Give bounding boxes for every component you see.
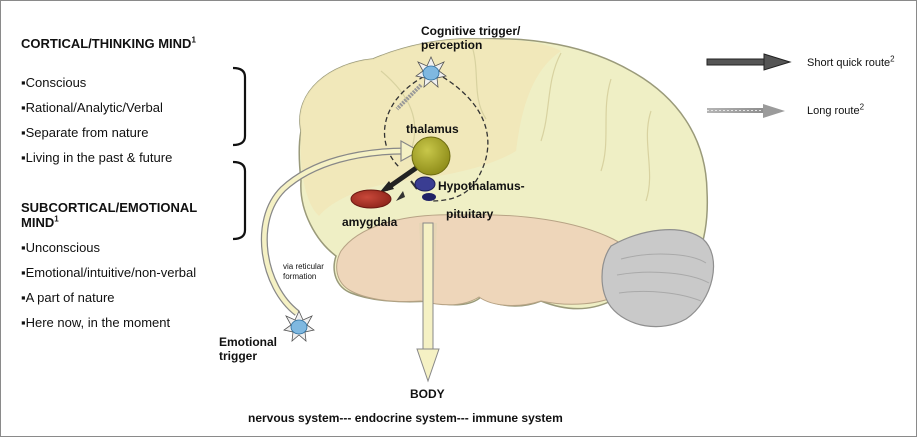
long-route-legend-arrow (707, 104, 785, 118)
cognitive-trigger-line1: Cognitive trigger/ (421, 24, 520, 38)
long-route-label: Long route2 (807, 103, 864, 119)
hypothalamus-label: Hypothalamus- (438, 178, 525, 194)
reticular-formation-label: via reticular formation (283, 262, 324, 282)
short-route-text: Short quick route (807, 57, 890, 69)
cognitive-trigger-label: Cognitive trigger/ perception (421, 24, 520, 52)
long-route-footnote: 2 (860, 102, 864, 111)
short-route-footnote: 2 (890, 54, 894, 63)
reticular-line1: via reticular (283, 262, 324, 272)
emotional-trigger-line2: trigger (219, 349, 277, 363)
long-route-text: Long route (807, 105, 860, 117)
subcortical-bracket (233, 162, 245, 239)
hypothalamus (415, 177, 435, 191)
short-route-legend-arrow (707, 54, 790, 70)
body-arrow-shaft (423, 223, 433, 351)
pituitary (422, 193, 436, 201)
cognitive-trigger-line2: perception (421, 38, 520, 52)
reticular-line2: formation (283, 272, 324, 282)
amygdala (351, 190, 391, 208)
body-arrowhead (417, 349, 439, 381)
emotional-trigger-icon (284, 311, 314, 341)
emotional-trigger-label: Emotional trigger (219, 335, 277, 363)
amygdala-label: amygdala (342, 214, 397, 230)
cortical-bracket (233, 68, 245, 145)
body-label: BODY (410, 386, 445, 402)
short-route-label: Short quick route2 (807, 55, 895, 71)
thalamus (412, 137, 450, 175)
systems-label: nervous system--- endocrine system--- im… (248, 410, 563, 426)
emotional-trigger-line1: Emotional (219, 335, 277, 349)
pituitary-label: pituitary (446, 206, 493, 222)
thalamus-label: thalamus (406, 121, 459, 137)
